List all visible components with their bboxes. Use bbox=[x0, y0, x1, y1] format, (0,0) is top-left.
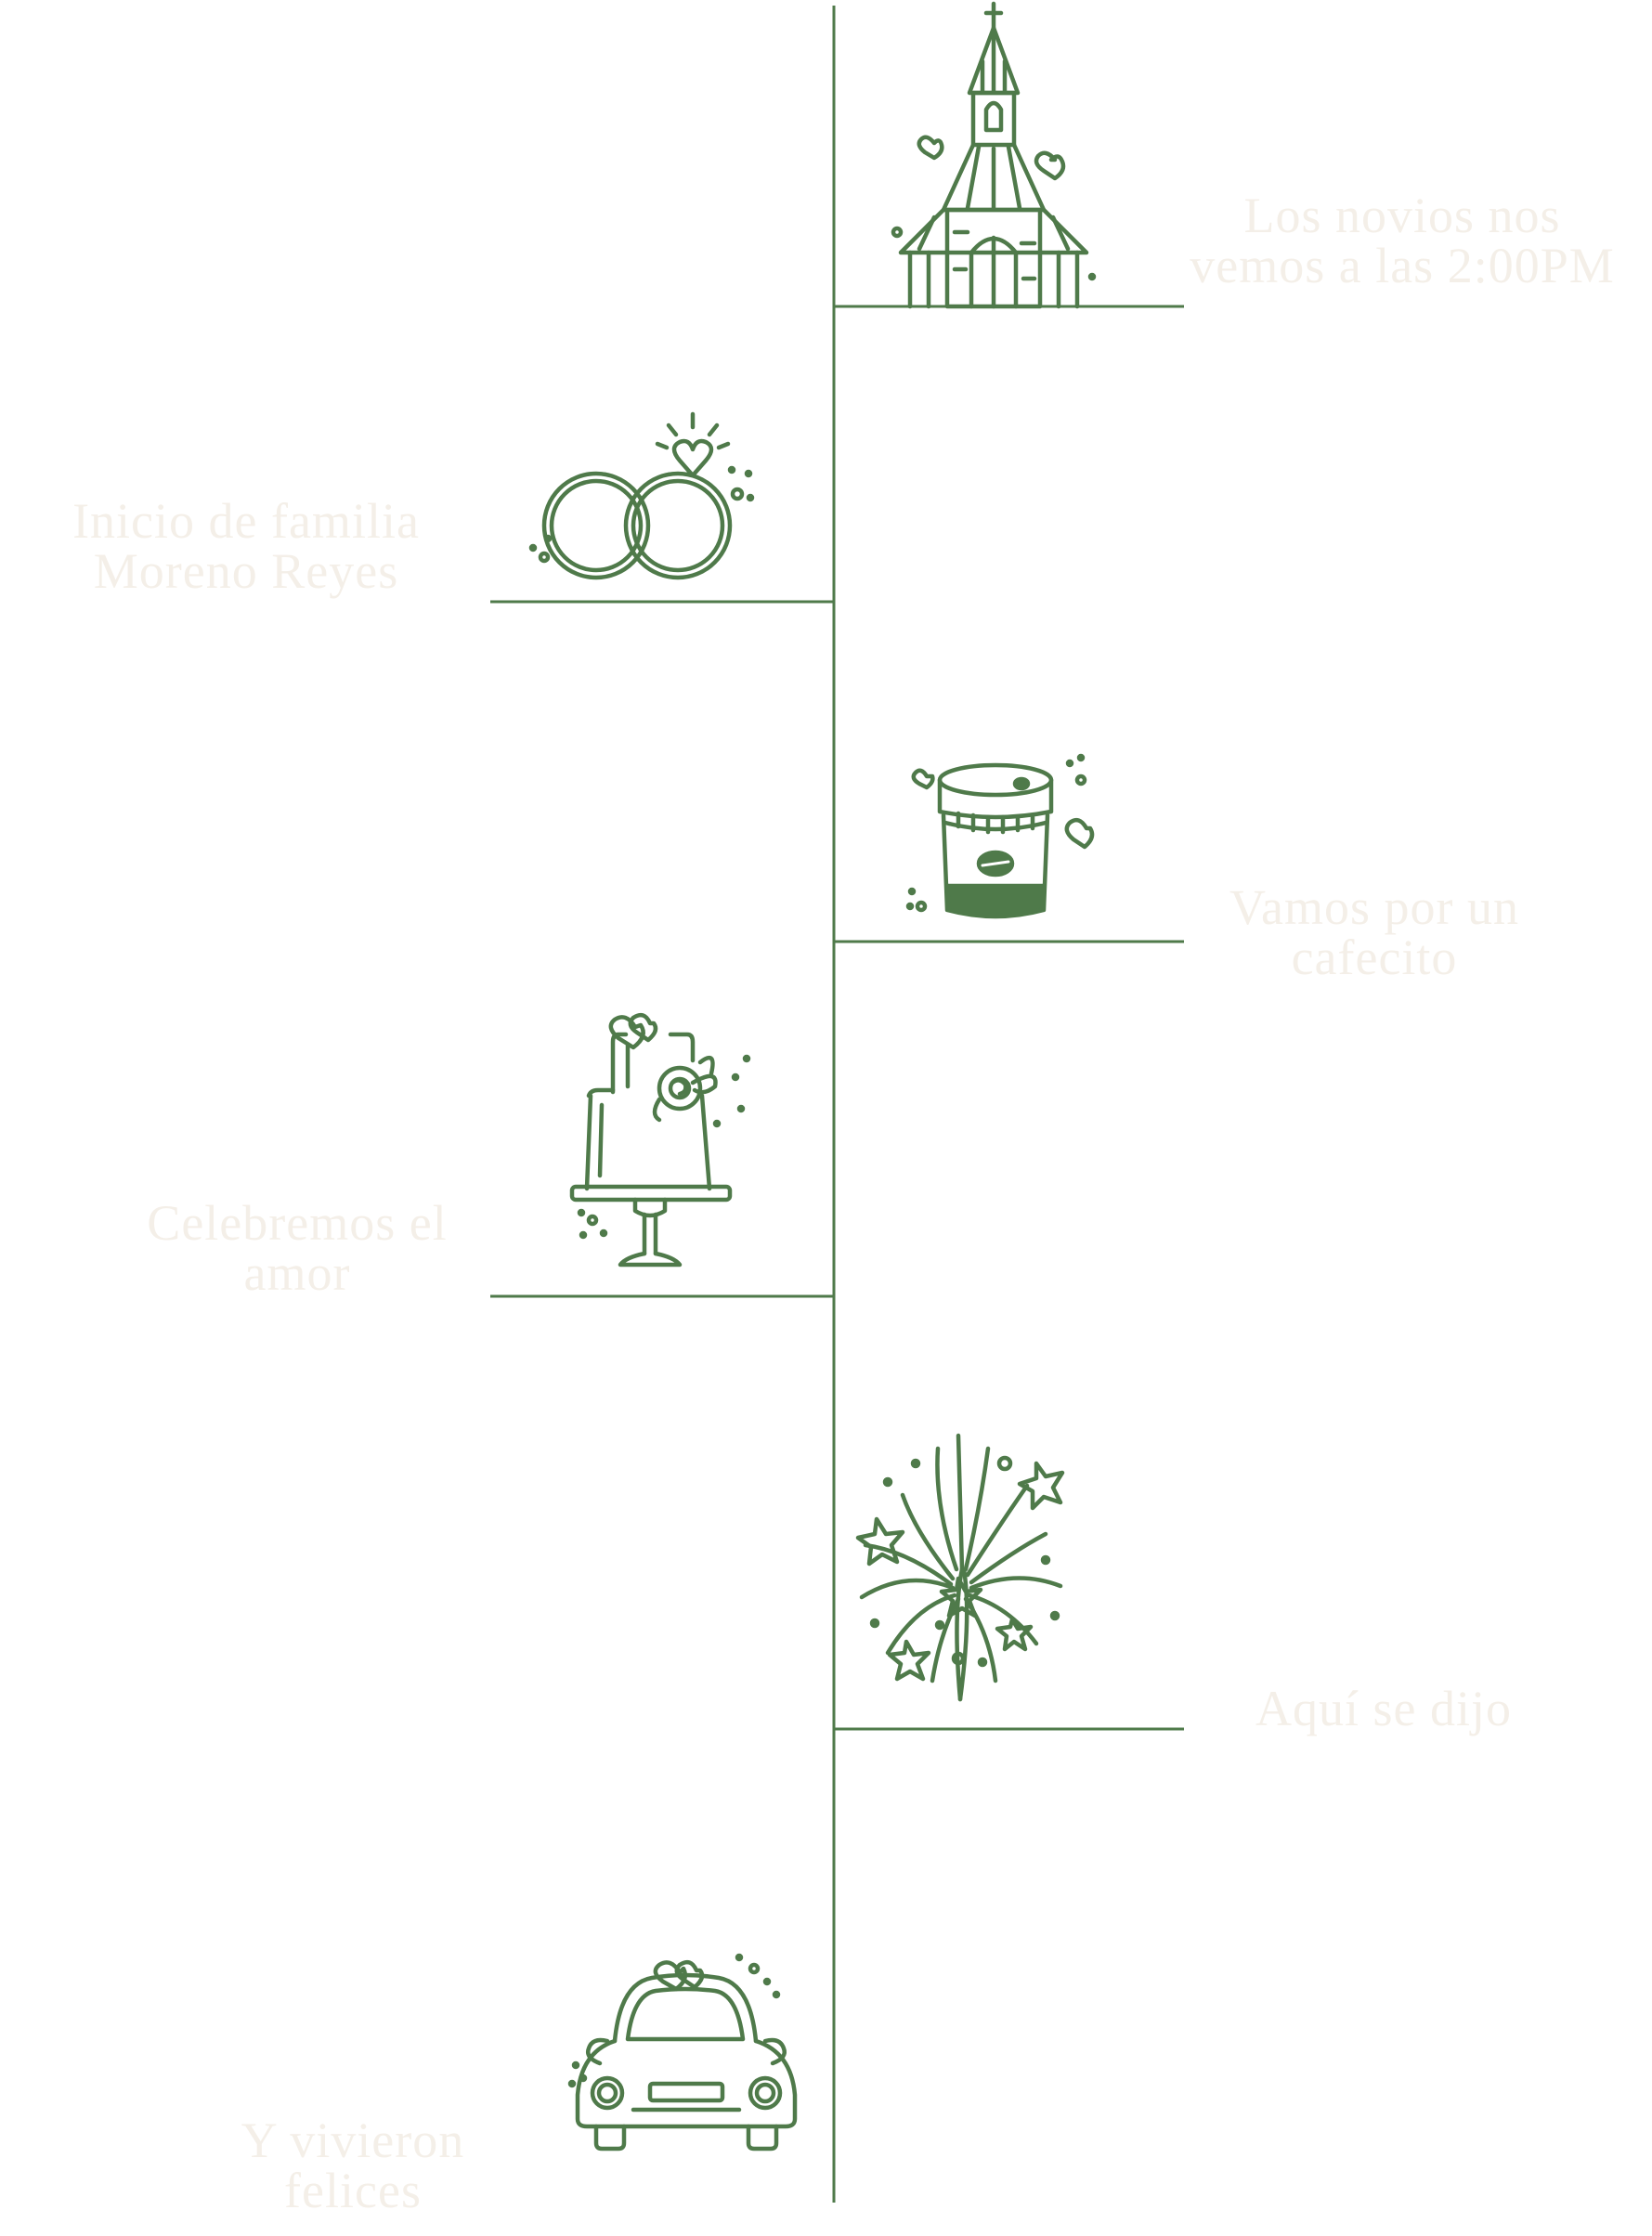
event-text-fireworks: Aquí se dijo bbox=[1255, 1681, 1512, 1736]
wedding-car-icon bbox=[567, 1937, 804, 2160]
church-icon bbox=[882, 0, 1105, 309]
event-text-coffee: Vamos por un cafecito bbox=[1229, 879, 1519, 985]
coffee-cup-icon bbox=[890, 743, 1105, 929]
event-text-cake: Celebremos el amor bbox=[147, 1195, 448, 1301]
event-text-car: Y vivieron felices bbox=[241, 2112, 465, 2218]
wedding-rings-icon bbox=[516, 409, 767, 585]
event-text-church: Los novios nos vemos a las 2:00PM bbox=[1190, 188, 1615, 293]
wedding-cake-icon bbox=[569, 994, 765, 1272]
fireworks-icon bbox=[851, 1430, 1073, 1709]
event-text-rings: Inicio de familia Moreno Reyes bbox=[72, 493, 420, 599]
